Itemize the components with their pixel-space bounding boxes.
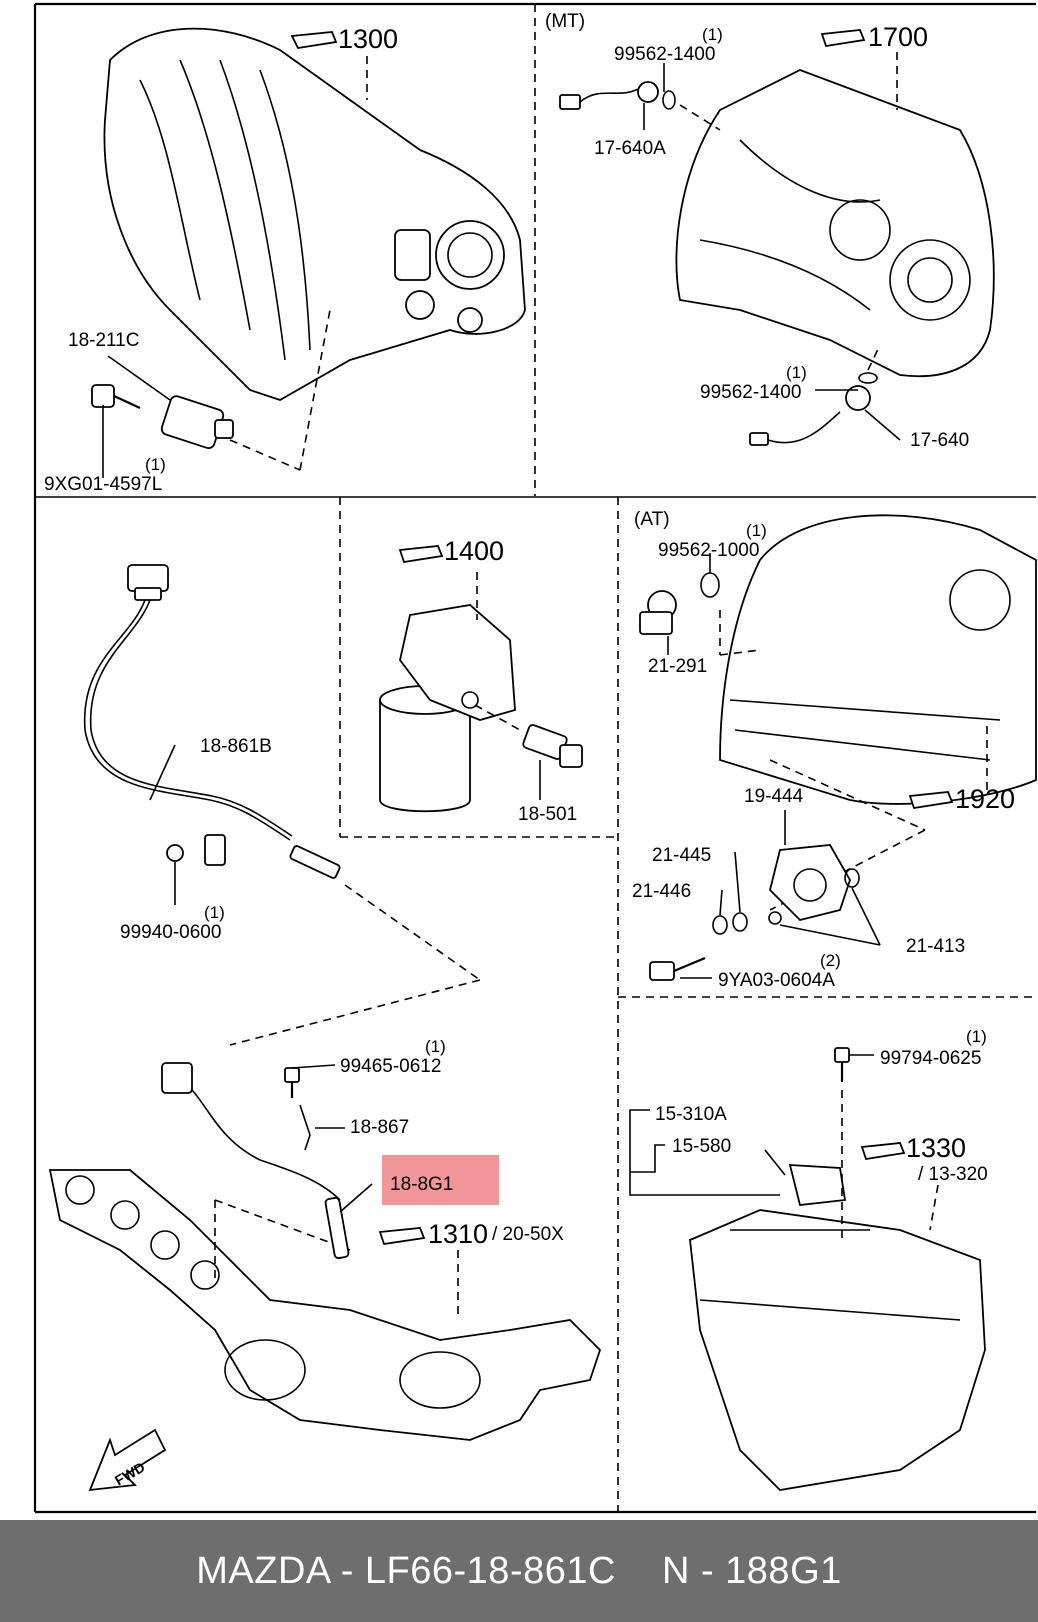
part-99562-1400-a: 99562-1400	[614, 44, 715, 65]
sensor-18-211C-illustration	[91, 309, 331, 478]
hand-icon-1300	[290, 31, 338, 49]
part-18-867: 18-867	[350, 1117, 409, 1138]
part-99562-1400-b: 99562-1400	[700, 382, 801, 403]
switch-21-291-illustration	[639, 553, 720, 655]
part-18-861B: 18-861B	[200, 736, 272, 757]
label-mt: (MT)	[545, 11, 585, 32]
automatic-transmission-illustration	[719, 514, 1037, 911]
hand-icon-1700	[820, 29, 866, 48]
ref-1400: 1400	[444, 536, 504, 566]
part-21-413: 21-413	[906, 936, 965, 957]
hand-icon-1330	[860, 1142, 906, 1161]
part-19-444: 19-444	[744, 786, 804, 807]
section-borders	[33, 2, 1036, 1514]
part-99940-0600: 99940-0600	[120, 922, 221, 943]
manual-transmission-illustration	[675, 69, 995, 378]
part-18-211C: 18-211C	[68, 330, 139, 351]
switch-17-640A-illustration	[559, 63, 721, 131]
part-18-8G1: 18-8G1	[390, 1174, 453, 1195]
parts-diagram: 1300 (MT) (1) 99562-1400 1700 17-640A 18…	[33, 2, 1037, 1514]
switch-17-640-illustration	[749, 344, 901, 446]
part-99794-0625: 99794-0625	[880, 1048, 981, 1069]
qty-99940: (1)	[204, 903, 225, 922]
oil-filter-illustration	[379, 604, 583, 813]
part-99465-0612: 99465-0612	[340, 1056, 441, 1077]
part-21-446: 21-446	[632, 881, 691, 902]
hand-icon-1400	[398, 545, 444, 564]
part-15-310A: 15-310A	[655, 1104, 727, 1125]
ref-1310: 1310	[428, 1219, 488, 1249]
qty-99562-1400-a: (1)	[702, 25, 723, 44]
qty-9XG01: (1)	[145, 455, 166, 474]
hand-icon-1310	[378, 1227, 426, 1246]
part-9YA03-0604A: 9YA03-0604A	[718, 970, 835, 991]
label-at: (AT)	[634, 509, 670, 530]
part-21-291: 21-291	[648, 656, 707, 677]
qty-99465: (1)	[425, 1037, 446, 1056]
o2-sensor-18-8G1-illustration	[161, 1062, 373, 1260]
qty-9YA03: (2)	[820, 951, 841, 970]
highlight-box	[382, 1155, 499, 1205]
ref-1920: 1920	[955, 784, 1015, 814]
footer-bar: MAZDA - LF66-18-861C N - 188G1	[0, 1520, 1038, 1622]
o2-sensor-18-861B-illustration	[83, 564, 481, 1046]
position-sensor-19-444-illustration	[649, 810, 881, 981]
ref-1330: 1330	[906, 1133, 966, 1163]
ref-1700: 1700	[868, 22, 928, 52]
footer-cross-reference: N - 188G1	[661, 1549, 842, 1592]
qty-99562-1400-b: (1)	[786, 363, 807, 382]
part-21-445: 21-445	[652, 845, 711, 866]
part-15-580: 15-580	[672, 1136, 731, 1157]
hand-icon-1920	[908, 791, 954, 810]
intake-manifold-illustration	[103, 27, 526, 401]
qty-99794: (1)	[966, 1027, 987, 1046]
ref-1330-sub: / 13-320	[918, 1164, 988, 1185]
qty-99562-1000: (1)	[746, 521, 767, 540]
ref-1310-sub: / 20-50X	[492, 1224, 564, 1245]
forward-arrow-icon	[88, 1428, 167, 1492]
part-17-640A: 17-640A	[594, 138, 666, 159]
footer-part-number: MAZDA - LF66-18-861C	[196, 1549, 616, 1592]
ref-1300: 1300	[338, 24, 398, 54]
part-9XG01-4597L: 9XG01-4597L	[44, 474, 162, 495]
air-cleaner-illustration	[629, 1047, 986, 1491]
part-99562-1000: 99562-1000	[658, 540, 759, 561]
exhaust-manifold-illustration	[48, 1169, 602, 1441]
part-17-640: 17-640	[910, 430, 969, 451]
part-18-501: 18-501	[518, 804, 577, 825]
